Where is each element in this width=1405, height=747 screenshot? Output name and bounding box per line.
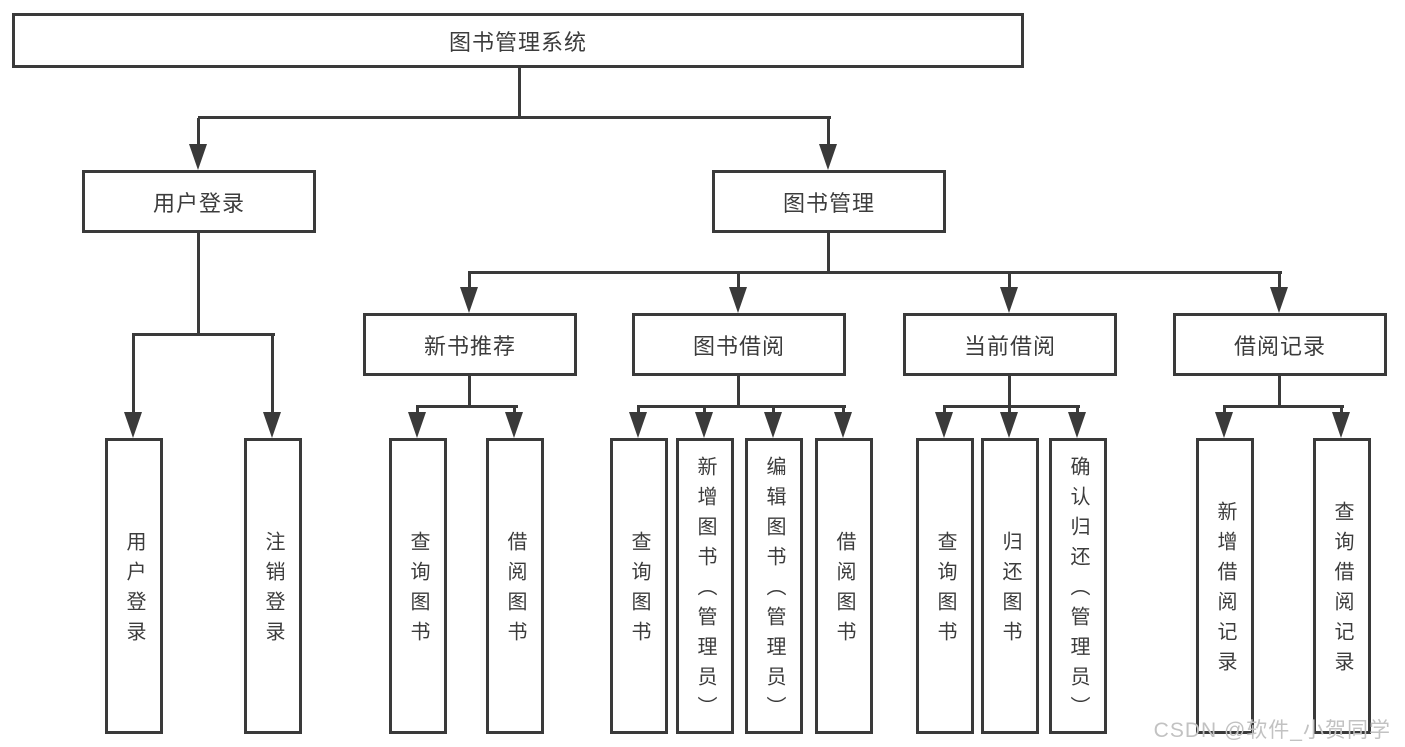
leaf-query-borrow-record-label: 查询借阅记录 (1331, 501, 1353, 681)
leaf-current-query-book: 查询图书 (916, 438, 974, 734)
leaf-add-borrow-record-label: 新增借阅记录 (1214, 501, 1236, 681)
node-new-book-recommend-label: 新书推荐 (423, 333, 516, 359)
arrow-down-icon (1270, 272, 1288, 313)
arrow-down-icon (1000, 407, 1018, 438)
leaf-confirm-return-admin-label: 确认归还（管理员） (1067, 456, 1089, 726)
node-borrow-records: 借阅记录 (1173, 313, 1387, 376)
arrow-down-icon (1000, 272, 1018, 313)
arrow-down-icon (263, 335, 281, 438)
connector-current-borrow-hbar-line (943, 405, 1080, 408)
node-current-borrow: 当前借阅 (903, 313, 1117, 376)
leaf-query-borrow-record: 查询借阅记录 (1313, 438, 1371, 734)
connector-level2-hbar-line (198, 116, 831, 119)
arrow-down-icon (1215, 407, 1233, 438)
node-current-borrow-label: 当前借阅 (963, 333, 1056, 359)
node-book-borrow: 图书借阅 (632, 313, 846, 376)
leaf-edit-book-admin-label: 编辑图书（管理员） (763, 456, 785, 726)
node-book-management-label: 图书管理 (782, 190, 875, 216)
leaf-return-book: 归还图书 (981, 438, 1039, 734)
leaf-add-book-admin: 新增图书（管理员） (676, 438, 734, 734)
arrow-down-icon (408, 407, 426, 438)
arrow-down-icon (1332, 407, 1350, 438)
leaf-recommend-query-book: 查询图书 (389, 438, 447, 734)
connector-borrow-records-drop-line (1278, 376, 1281, 407)
leaf-logout: 注销登录 (244, 438, 302, 734)
connector-book-management-drop-line (827, 233, 830, 274)
node-user-login: 用户登录 (82, 170, 316, 233)
connector-level3-hbar-line (468, 271, 1282, 274)
leaf-add-book-admin-label: 新增图书（管理员） (694, 456, 716, 726)
arrow-down-icon (764, 407, 782, 438)
arrow-down-icon (124, 335, 142, 438)
csdn-watermark: CSDN @软件_小贺同学 (1153, 719, 1391, 742)
connector-book-borrow-hbar-line (637, 405, 846, 408)
connector-current-borrow-drop-line (1008, 376, 1011, 408)
leaf-borrow-book-label: 借阅图书 (833, 531, 855, 651)
leaf-user-login-label: 用户登录 (123, 531, 145, 651)
arrow-down-icon (460, 272, 478, 313)
leaf-current-query-book-label: 查询图书 (934, 531, 956, 651)
leaf-user-login: 用户登录 (105, 438, 163, 734)
arrow-down-icon (935, 407, 953, 438)
leaf-borrow-book: 借阅图书 (815, 438, 873, 734)
arrow-down-icon (629, 407, 647, 438)
leaf-borrow-query-book: 查询图书 (610, 438, 668, 734)
connector-borrow-records-hbar-line (1223, 405, 1344, 408)
arrow-down-icon (189, 118, 207, 170)
node-user-login-label: 用户登录 (152, 190, 245, 216)
node-book-management: 图书管理 (712, 170, 946, 233)
leaf-edit-book-admin: 编辑图书（管理员） (745, 438, 803, 734)
connector-new-book-drop-line (468, 376, 471, 408)
connector-root-drop-line (518, 68, 521, 118)
leaf-recommend-query-book-label: 查询图书 (407, 531, 429, 651)
node-borrow-records-label: 借阅记录 (1233, 333, 1326, 359)
leaf-recommend-borrow-book: 借阅图书 (486, 438, 544, 734)
leaf-borrow-query-book-label: 查询图书 (628, 531, 650, 651)
node-root-label: 图书管理系统 (448, 29, 587, 55)
leaf-return-book-label: 归还图书 (999, 531, 1021, 651)
arrow-down-icon (505, 407, 523, 438)
leaf-recommend-borrow-book-label: 借阅图书 (504, 531, 526, 651)
arrow-down-icon (819, 118, 837, 170)
connector-user-login-drop-line (197, 233, 200, 336)
connector-book-borrow-drop-line (737, 376, 740, 408)
arrow-down-icon (1068, 407, 1086, 438)
node-book-borrow-label: 图书借阅 (692, 333, 785, 359)
arrow-down-icon (695, 407, 713, 438)
leaf-confirm-return-admin: 确认归还（管理员） (1049, 438, 1107, 734)
connector-user-login-hbar-line (132, 333, 275, 336)
leaf-add-borrow-record: 新增借阅记录 (1196, 438, 1254, 734)
arrow-down-icon (834, 407, 852, 438)
arrow-down-icon (729, 272, 747, 313)
node-root: 图书管理系统 (12, 13, 1024, 68)
connector-new-book-hbar-line (416, 405, 518, 408)
node-new-book-recommend: 新书推荐 (363, 313, 577, 376)
leaf-logout-label: 注销登录 (262, 531, 284, 651)
